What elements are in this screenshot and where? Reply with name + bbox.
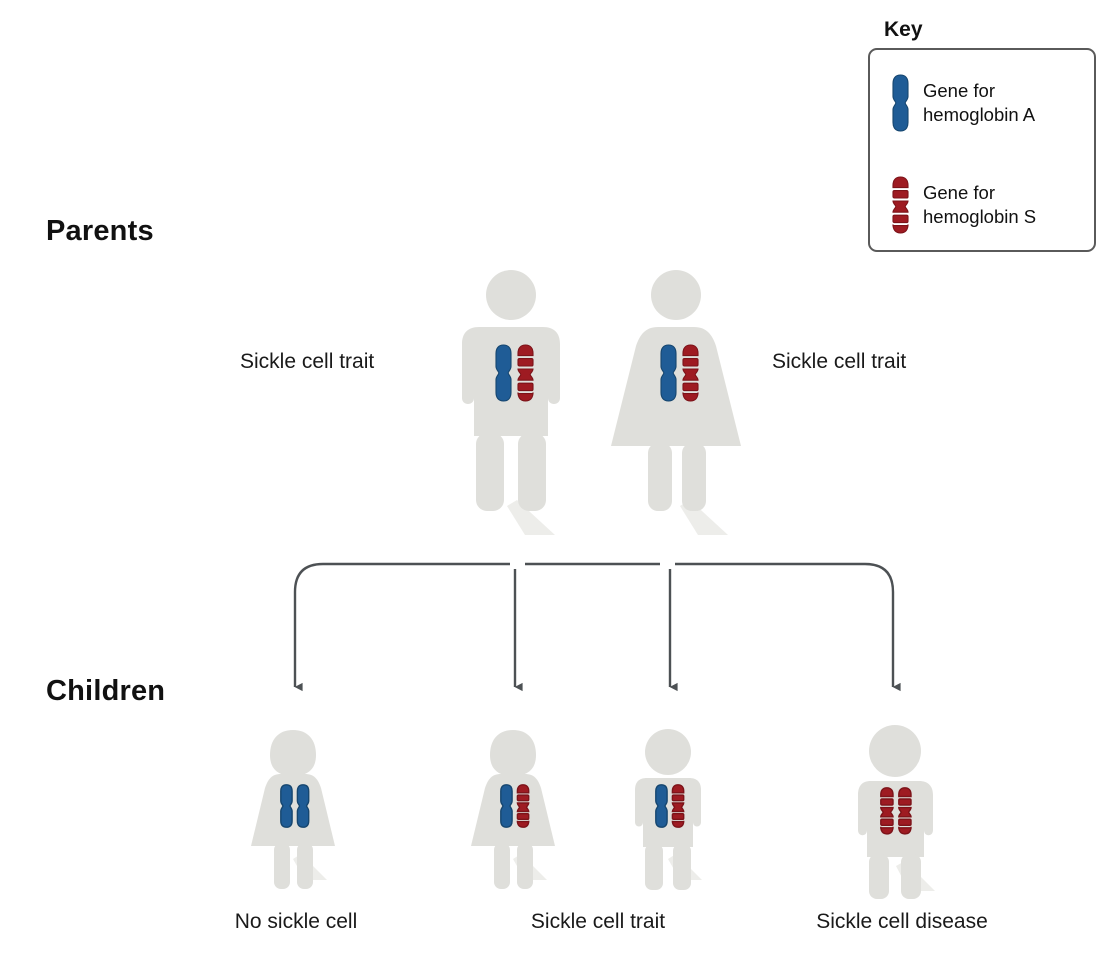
chromosome-red-icon [516, 784, 530, 828]
chromosome-red-icon [682, 344, 699, 402]
gene-pair-mother [660, 344, 699, 402]
chromosome-blue-icon [280, 784, 293, 828]
chromosome-red-icon [892, 176, 909, 234]
chromosome-red-icon [880, 787, 894, 835]
gene-pair-child-1 [280, 784, 310, 828]
parent-label-father: Sickle cell trait [240, 350, 375, 373]
chromosome-red-icon [517, 344, 534, 402]
key-label-hemoglobin-a: Gene for hemoglobin A [923, 80, 1036, 125]
figure-father [455, 270, 585, 540]
figure-child-2 [471, 728, 571, 889]
outcome-label-sickle-cell-disease: Sickle cell disease [816, 910, 988, 933]
chromosome-red-icon [671, 784, 685, 828]
key-label-hemoglobin-s: Gene for hemoglobin S [923, 182, 1037, 227]
chromosome-blue-icon [655, 784, 668, 828]
gene-pair-father [495, 344, 534, 402]
key-title: Key [884, 18, 923, 41]
key-legend-box: Gene for hemoglobin A Gene for hemoglobi… [868, 48, 1096, 252]
figure-child-3 [630, 728, 726, 890]
page-title-parents: Parents [46, 215, 154, 247]
figure-child-1 [251, 728, 351, 889]
chromosome-blue-icon [892, 74, 909, 132]
chromosome-blue-icon [500, 784, 513, 828]
chromosome-blue-icon [296, 784, 310, 828]
chromosome-blue-icon [660, 344, 677, 402]
key-item-hemoglobin-s: Gene for hemoglobin S [892, 176, 1036, 234]
gene-pair-child-3 [655, 784, 685, 828]
outcome-label-no-sickle-cell: No sickle cell [234, 910, 358, 933]
parent-label-mother: Sickle cell trait [772, 350, 907, 373]
figure-mother [611, 270, 760, 540]
gene-pair-child-4 [880, 787, 912, 835]
key-item-hemoglobin-a: Gene for hemoglobin A [892, 74, 1035, 132]
chromosome-red-icon [898, 787, 912, 835]
gene-pair-child-2 [500, 784, 530, 828]
chromosome-blue-icon [495, 344, 512, 402]
figure-child-4 [853, 725, 963, 900]
outcome-label-sickle-cell-trait: Sickle cell trait [530, 910, 666, 933]
page-title-children: Children [46, 675, 166, 707]
